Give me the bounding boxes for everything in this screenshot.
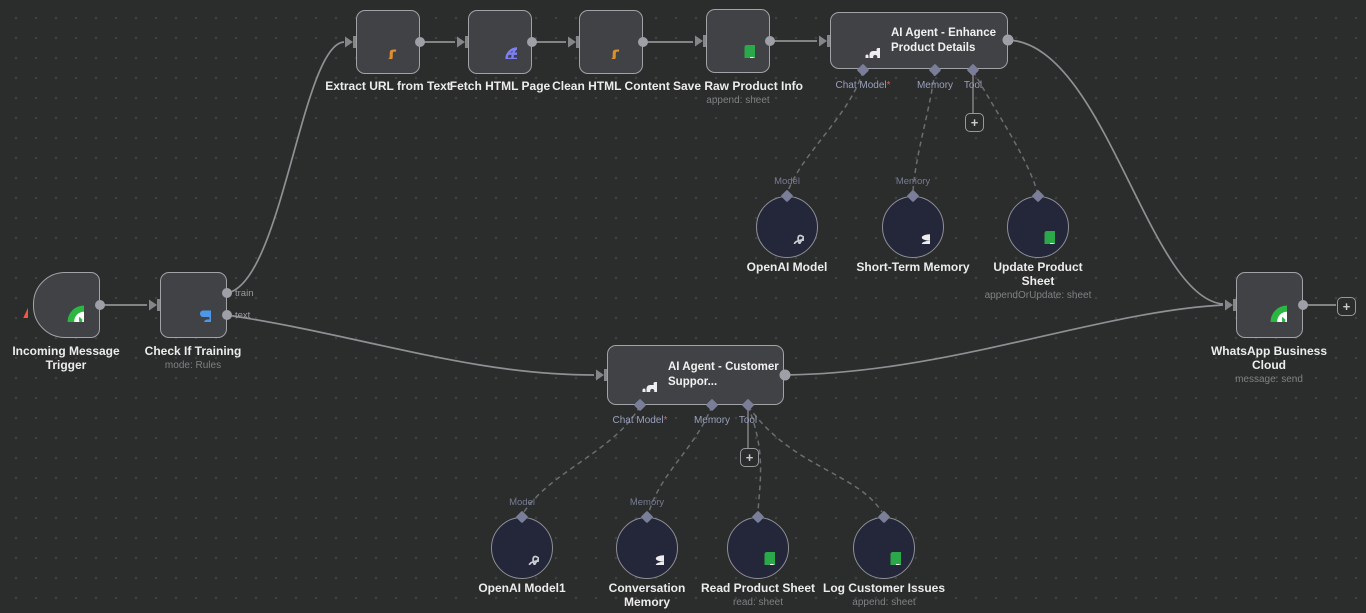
add-tool-button[interactable]: + [965,113,984,132]
output-label-train: train [235,288,254,299]
node-openai-model1[interactable] [491,517,553,579]
node-conversation-memory[interactable] [616,517,678,579]
required-asterisk: * [663,415,668,426]
node-title: Incoming Message Trigger [12,344,120,373]
input-port[interactable] [819,35,830,47]
circle-label-model: Model [774,176,800,187]
node-title: Conversation Memory [608,581,686,610]
google-sheets-icon [1021,210,1055,244]
node-fetch-html-page[interactable] [468,10,532,74]
google-sheets-icon [867,531,901,565]
node-short-term-memory[interactable] [882,196,944,258]
database-icon [630,531,664,565]
port-label-memory: Memory [693,415,731,426]
google-sheets-icon [721,24,755,58]
node-incoming-message-trigger[interactable] [33,272,100,338]
robot-icon [846,24,880,58]
node-title: OpenAI Model1 [478,581,566,595]
add-node-button[interactable]: + [1337,297,1356,316]
input-port[interactable] [345,36,356,48]
node-save-raw-product-info[interactable] [706,9,770,73]
plus-icon: + [1342,299,1351,314]
trigger-bolt-icon [10,292,28,318]
google-sheets-icon [741,531,775,565]
input-port[interactable] [149,299,160,311]
node-title: Extract URL from Text [325,79,451,93]
required-asterisk: * [886,80,891,91]
node-title: OpenAI Model [746,260,828,274]
port-label-chat-model: Chat Model* [835,80,891,91]
globe-icon [483,25,517,59]
node-title: Fetch HTML Page [449,79,551,93]
edge-customer-to-whatsapp[interactable] [784,304,1224,376]
node-read-product-sheet[interactable] [727,517,789,579]
circle-label-model: Model [509,497,535,508]
port-label-memory: Memory [916,80,954,91]
node-openai-model[interactable] [756,196,818,258]
node-title: Clean HTML Content [552,79,670,93]
plus-icon: + [745,450,754,465]
whatsapp-icon [1253,288,1287,322]
input-port[interactable] [1225,299,1236,311]
code-braces-icon [594,25,628,59]
circle-label-memory: Memory [629,497,665,508]
openai-icon [770,210,804,244]
agent-enhance-title: AI Agent - Enhance Product Details [891,26,996,54]
robot-icon [623,358,657,392]
node-check-if-training[interactable] [160,272,227,338]
database-icon [896,210,930,244]
node-update-product-sheet[interactable] [1007,196,1069,258]
node-title: Short-Term Memory [856,260,970,274]
add-tool-button[interactable]: + [740,448,759,467]
port-label-tool: Tool [963,80,983,91]
circle-label-memory: Memory [895,176,931,187]
code-braces-icon [371,25,405,59]
input-port[interactable] [457,36,468,48]
node-ai-agent-enhance[interactable]: AI Agent - Enhance Product Details [830,12,1008,69]
node-extract-url-from-text[interactable] [356,10,420,74]
input-port[interactable] [695,35,706,47]
agent-customer-title: AI Agent - Customer Suppor... [668,361,779,388]
output-label-text: text [235,310,251,321]
edge-text-to-customer[interactable] [226,314,595,376]
whatsapp-icon [50,288,84,322]
switch-signpost-icon [177,288,211,322]
node-log-customer-issues[interactable] [853,517,915,579]
node-whatsapp-business-cloud[interactable] [1236,272,1303,338]
input-port[interactable] [596,369,607,381]
openai-icon [505,531,539,565]
input-port[interactable] [568,36,579,48]
port-label-chat-model: Chat Model* [612,415,668,426]
port-label-tool: Tool [738,415,758,426]
node-clean-html-content[interactable] [579,10,643,74]
plus-icon: + [970,115,979,130]
node-ai-agent-customer-support[interactable]: AI Agent - Customer Suppor... [607,345,784,405]
